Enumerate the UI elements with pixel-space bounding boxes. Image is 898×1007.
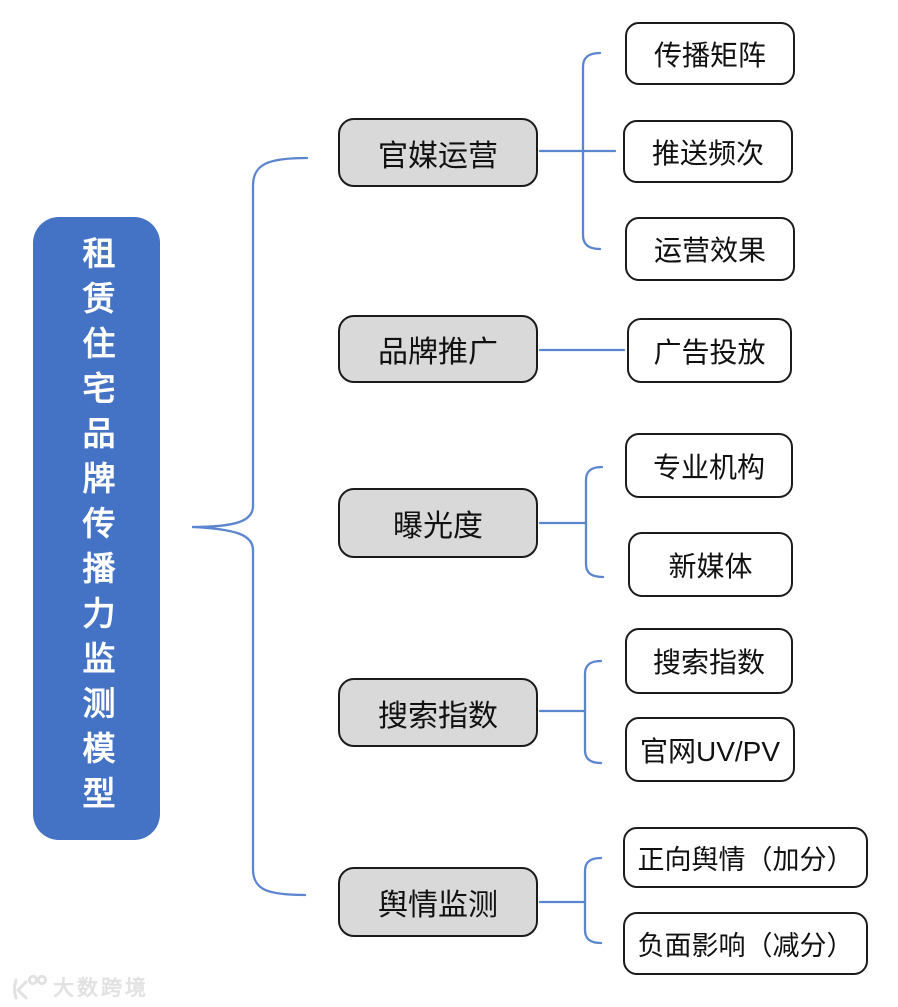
branch-node-label: 搜索指数 [378,699,498,733]
leaf-node-website-uv-pv: 官网UV/PV [625,717,795,782]
leaf-node-label: 运营效果 [653,235,766,266]
leaf-node-ad-placement: 广告投放 [627,318,792,383]
leaf-node-label: 专业机构 [652,451,765,483]
branch-node-label: 品牌推广 [378,336,498,369]
leaf-node-push-frequency: 推送频次 [623,120,793,183]
leaf-node-search-index: 搜索指数 [625,628,793,694]
root-brace-connector [191,156,309,897]
leaf-node-negative-impact: 负面影响（减分） [623,912,868,975]
leaf-node-communication-matrix: 传播矩阵 [625,22,795,85]
leaf-node-label: 新媒体 [668,550,753,582]
watermark: 大数跨境 [8,972,149,1002]
leaf-node-operation-effect: 运营效果 [625,217,795,281]
leaf-node-label: 负面影响（减分） [637,931,854,961]
branch3-bus-line [584,465,605,579]
branch-node-brand-promotion: 品牌推广 [338,315,538,383]
root-node: 租赁住宅品牌传播力监测模型 [33,217,160,840]
leaf-node-label: 搜索指数 [652,647,765,678]
branch-node-opinion-monitoring: 舆情监测 [338,867,538,937]
root-node-label: 租赁住宅品牌传播力监测模型 [78,236,115,821]
watermark-logo-icon [13,974,48,1000]
branch-node-exposure: 曝光度 [338,488,538,558]
leaf-node-label: 官网UV/PV [639,735,781,767]
branch-node-official-media: 官媒运营 [338,118,538,187]
branch5-bus-line [583,856,603,945]
leaf-node-label: 传播矩阵 [653,39,766,71]
branch-node-search-index: 搜索指数 [338,678,538,747]
leaf-node-label: 推送频次 [651,137,764,169]
branch-node-label: 曝光度 [393,510,483,543]
leaf-node-positive-opinion: 正向舆情（加分） [623,827,868,888]
branch1-bus-line [581,51,602,251]
branch4-bus-line [583,659,603,765]
branch-node-label: 舆情监测 [378,889,498,922]
leaf-node-professional-institutions: 专业机构 [625,433,793,498]
leaf-node-new-media: 新媒体 [628,532,793,597]
leaf-node-label: 广告投放 [653,336,766,368]
branch-node-label: 官媒运营 [378,139,498,173]
watermark-text: 大数跨境 [53,977,149,1000]
leaf-node-label: 正向舆情（加分） [637,845,854,875]
